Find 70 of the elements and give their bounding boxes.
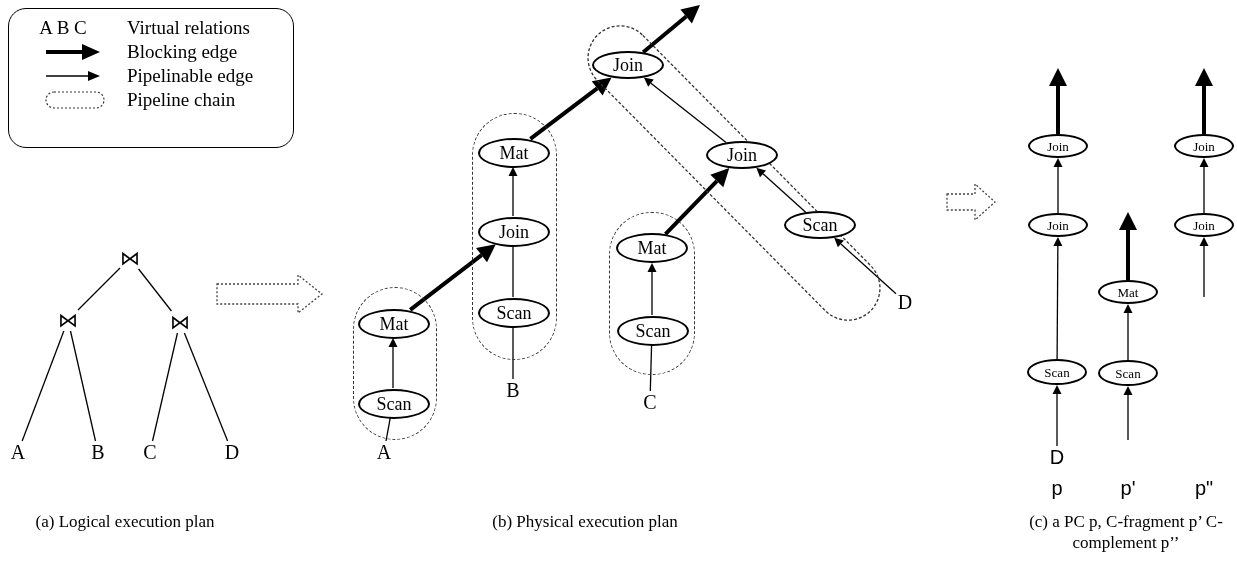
caption: (a) Logical execution plan <box>34 511 216 533</box>
relation-label: D <box>896 291 914 313</box>
operator-node: Mat <box>358 309 430 339</box>
connector-line <box>649 344 653 392</box>
pipeline-chain <box>471 112 557 360</box>
operator-node: Join <box>706 141 778 169</box>
operator-node: Scan <box>1027 359 1087 385</box>
operator-node: Join <box>1174 134 1234 158</box>
operator-node: Join <box>1174 213 1234 237</box>
relation-label: A <box>375 441 393 463</box>
arrow <box>664 168 730 236</box>
operator-node: Scan <box>478 298 550 328</box>
operator-node: Join <box>478 217 550 247</box>
connector-line <box>512 326 514 380</box>
operator-node: Scan <box>784 211 856 239</box>
operator-node: Mat <box>1098 280 1158 304</box>
operator-node: Join <box>592 51 664 79</box>
relation-label: C <box>641 391 659 413</box>
connector-line <box>151 332 179 442</box>
arrow <box>508 167 518 217</box>
arrow <box>1053 158 1063 214</box>
relation-label: D <box>223 441 241 463</box>
arrow <box>529 77 612 141</box>
connector-line <box>137 268 173 312</box>
join-symbol: ⋈ <box>120 247 140 269</box>
relation-label: D <box>1048 446 1066 468</box>
operator-node: Mat <box>478 138 550 168</box>
caption: (b) Physical execution plan <box>491 511 679 533</box>
arrow <box>1119 212 1137 280</box>
arrow <box>1199 158 1209 214</box>
arrow <box>643 77 727 144</box>
arrow <box>1199 237 1209 298</box>
column-label: p" <box>1193 476 1215 501</box>
column-label: p' <box>1119 476 1137 501</box>
legend-text: Virtual relations <box>127 18 250 37</box>
arrow <box>388 338 398 389</box>
connector-line <box>512 245 514 298</box>
legend-text: Pipeline chain <box>127 90 236 109</box>
relation-label: B <box>89 441 107 463</box>
column-label: p <box>1050 476 1064 501</box>
operator-node: Scan <box>358 389 430 419</box>
arrow <box>647 263 657 316</box>
arrow <box>408 244 496 312</box>
arrow <box>1123 386 1133 441</box>
arrow <box>834 237 897 295</box>
legend-text: Blocking edge <box>127 42 238 61</box>
operator-node: Scan <box>1098 360 1158 386</box>
relation-label: B <box>504 379 522 401</box>
operator-node: Join <box>1028 213 1088 237</box>
join-symbol: ⋈ <box>170 311 190 333</box>
arrow <box>1049 68 1067 134</box>
arrow <box>641 5 700 54</box>
connector-line <box>21 330 65 442</box>
arrow <box>1052 385 1062 447</box>
operator-node: Scan <box>617 316 689 346</box>
relation-label: A <box>9 441 27 463</box>
connector-line <box>77 267 121 311</box>
arrow <box>1195 68 1213 134</box>
connector-line <box>385 417 391 442</box>
operator-node: Join <box>1028 134 1088 158</box>
arrow <box>1123 304 1133 361</box>
join-symbol: ⋈ <box>58 309 78 331</box>
connector-line <box>69 330 97 442</box>
relation-label: C <box>141 441 159 463</box>
arrow <box>1053 237 1063 360</box>
connector-line <box>183 332 229 442</box>
legend-sample-text: A B C <box>38 16 88 40</box>
legend-text: Pipelinable edge <box>127 66 254 85</box>
caption: (c) a PC p, C-fragment p’ C-complement p’’ <box>1028 511 1224 554</box>
operator-node: Mat <box>616 233 688 263</box>
